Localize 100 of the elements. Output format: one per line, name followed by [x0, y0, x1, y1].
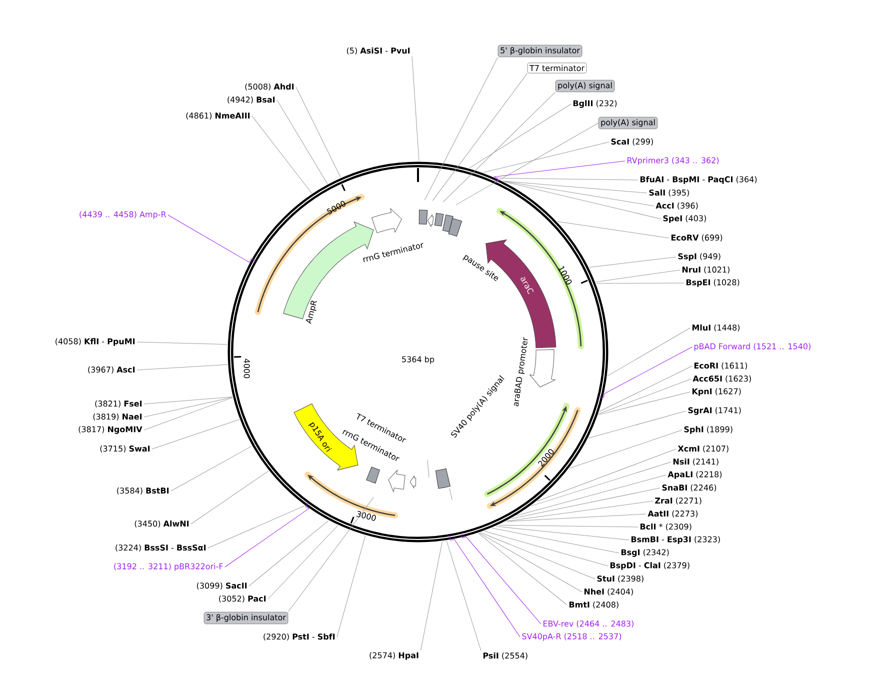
- enzyme-label: (4861) NmeAIII: [186, 112, 250, 120]
- enzyme-label: EcoRV (699): [671, 234, 722, 242]
- enzyme-label: (5008) AhdI: [245, 83, 294, 91]
- leader-line: [420, 541, 443, 651]
- leader-line: [506, 514, 646, 522]
- leader-line: [336, 535, 366, 638]
- primer-label: pBAD Forward (1521 .. 1540): [694, 343, 810, 351]
- leader-line: [569, 430, 682, 469]
- leader-line: [498, 524, 638, 528]
- enzyme-label: BclI* (2309): [640, 523, 692, 531]
- leader-line: [296, 86, 341, 178]
- enzyme-label: SgrAI (1741): [688, 407, 741, 415]
- enzyme-label: MluI (1448): [692, 324, 740, 332]
- leader-line: [484, 530, 608, 566]
- enzyme-label: (2574) HpaI: [370, 652, 418, 660]
- enzyme-label: BmtI (2408): [569, 601, 618, 609]
- enzyme-label: BsmBI - Esp3I (2323): [631, 536, 720, 544]
- leader-line: [268, 525, 338, 600]
- leader-line: [412, 56, 420, 162]
- leader-line: [503, 180, 654, 206]
- enzyme-label: NruI (1021): [682, 266, 730, 274]
- enzyme-label: NheI (2404): [584, 588, 633, 596]
- leader-line: [136, 364, 228, 370]
- leader-line: [460, 532, 542, 624]
- feature-label: poly(A) signal: [555, 80, 615, 92]
- leader-line: [483, 142, 610, 173]
- leader-line: [496, 178, 638, 180]
- enzyme-label: (3224) BssSI - BssSαI: [116, 544, 206, 552]
- leader-line: [224, 502, 309, 568]
- enzyme-label: (3819) NaeI: [93, 413, 142, 421]
- leader-line: [170, 446, 252, 492]
- enzyme-label: (4942) BsaI: [228, 96, 275, 104]
- leader-line: [168, 214, 256, 263]
- leader-line: [588, 256, 676, 268]
- leader-line: [596, 282, 684, 284]
- leader-line: [598, 346, 692, 398]
- leader-line: [276, 100, 328, 184]
- feature-label: 3' β-globin insulator: [204, 612, 288, 624]
- enzyme-label: (3821) FseI: [95, 400, 142, 408]
- enzyme-label: XcmI (2107): [678, 445, 728, 453]
- enzyme-label: SalI (395): [649, 189, 689, 197]
- enzyme-label: ZraI (2271): [655, 497, 702, 505]
- feature-label: 5' β-globin insulator: [498, 44, 582, 58]
- leader-line: [432, 73, 528, 201]
- leader-line: [144, 396, 233, 404]
- leader-line: [446, 540, 482, 651]
- enzyme-label: (3817) NgoMIV: [78, 426, 142, 434]
- leader-line: [469, 104, 572, 168]
- leader-line: [456, 122, 599, 206]
- leader-line: [144, 397, 233, 430]
- leader-line: [516, 474, 666, 516]
- leader-line: [599, 366, 692, 412]
- enzyme-label: BsgI (2342): [621, 549, 669, 557]
- leader-line: [492, 528, 620, 554]
- enzyme-label: (2920) PstI - SbfI: [264, 633, 335, 641]
- enzyme-label: (3450) AlwNI: [134, 520, 189, 528]
- leader-line: [511, 488, 660, 519]
- feature-label: poly(A) signal: [598, 116, 658, 130]
- enzyme-label: BspEI (1028): [686, 279, 740, 287]
- primer-label: EBV-rev (2464 .. 2483): [544, 620, 634, 628]
- leader-line: [288, 497, 374, 612]
- enzyme-label: (3584) BstBI: [117, 487, 169, 495]
- enzyme-label: PsiI (2554): [483, 652, 528, 660]
- enzyme-label: StuI (2398): [597, 575, 644, 583]
- leader-line: [480, 532, 596, 580]
- enzyme-label: (5) AsiSI - PvuI: [346, 47, 410, 55]
- enzyme-label: AccI (396): [656, 202, 698, 210]
- leader-line: [588, 410, 686, 438]
- tick-label: 3000: [356, 511, 376, 521]
- sequence-length: 5364 bp: [402, 356, 434, 364]
- enzyme-label: (3967) AscI: [88, 366, 135, 374]
- enzyme-label: BglII (232): [573, 100, 617, 108]
- leader-line: [607, 328, 690, 376]
- enzyme-label: ApaLI (2218): [668, 471, 722, 479]
- enzyme-label: ScaI (299): [611, 138, 653, 146]
- primer-label: (4439 .. 4458) Amp-R: [80, 211, 166, 219]
- leader-line: [248, 520, 329, 586]
- enzyme-label: (4058) KflI - PpuMI: [56, 338, 135, 346]
- leader-line: [442, 92, 556, 202]
- leader-line: [144, 397, 233, 418]
- leader-line: [502, 180, 648, 194]
- leader-line: [478, 533, 568, 606]
- primer-label: (3192 .. 3211) pBR322ori-F: [114, 563, 223, 571]
- leader-line: [494, 160, 626, 184]
- enzyme-label: BspDI - ClaI (2379): [610, 562, 690, 570]
- enzyme-label: Acc65I (1623): [692, 375, 751, 383]
- primer-label: RVprimer3 (343 .. 362): [628, 157, 719, 165]
- leader-line: [208, 505, 305, 548]
- enzyme-label: KpnI (1627): [692, 388, 741, 396]
- enzyme-label: (3715) SwaI: [100, 445, 150, 453]
- enzyme-label: (3052) PacI: [219, 595, 266, 603]
- leader-line: [496, 526, 630, 540]
- leader-line: [504, 182, 662, 220]
- leader-line: [506, 500, 654, 522]
- leader-line: [449, 535, 520, 638]
- enzyme-label: (3099) SacII: [197, 582, 247, 590]
- leader-line: [598, 378, 692, 414]
- enzyme-label: NsiI (2141): [673, 458, 718, 466]
- leader-line: [136, 342, 228, 345]
- enzyme-label: SspI (949): [678, 253, 720, 261]
